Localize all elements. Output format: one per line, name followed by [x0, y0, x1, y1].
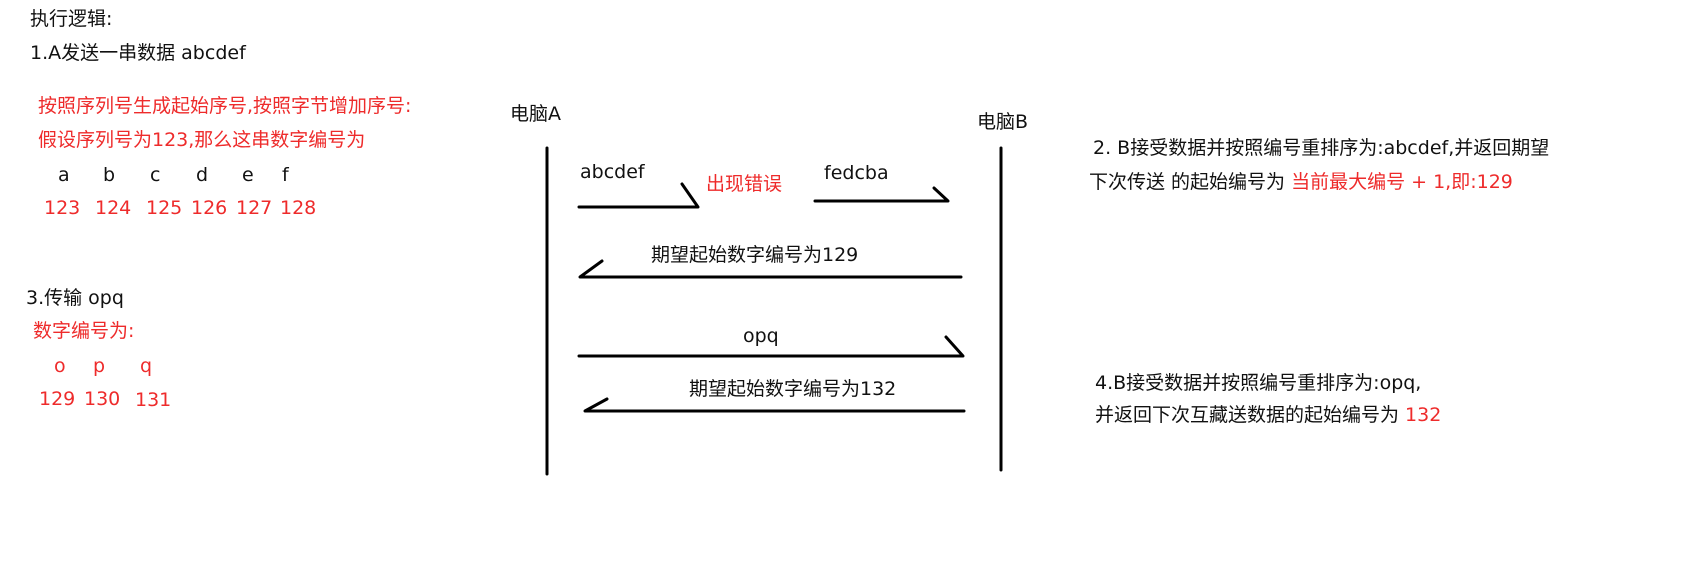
step2-line2: 下次传送 的起始编号为 当前最大编号 + 1,即:129	[1089, 173, 1513, 192]
step1-letter: e	[242, 164, 254, 186]
diagram-title: 执行逻辑:	[30, 8, 113, 30]
step1-letter: a	[58, 164, 70, 186]
step3-letter: p	[93, 355, 106, 377]
step3-number: 131	[135, 389, 172, 411]
step3-number: 129	[39, 388, 76, 410]
msg1-label: abcdef	[580, 161, 645, 183]
arrow-ack2	[583, 397, 966, 413]
step1-letter: d	[196, 164, 209, 186]
arrow-msg1-retry	[813, 186, 950, 203]
arrow-ack1	[578, 259, 963, 279]
error-label: 出现错误	[706, 173, 783, 195]
step2-line1: 2. B接受数据并按照编号重排序为:abcdef,并返回期望	[1093, 137, 1550, 159]
step3-letter: q	[140, 355, 153, 377]
step1-number: 127	[236, 197, 273, 219]
step4-line1: 4.B接受数据并按照编号重排序为:opq,	[1095, 372, 1422, 394]
numbering-rule-line2: 假设序列号为123,那么这串数字编号为	[38, 129, 366, 151]
msg2-label: opq	[743, 325, 779, 347]
step4-highlight: 132	[1405, 404, 1442, 426]
step1-number: 126	[191, 197, 228, 219]
ack2-label: 期望起始数字编号为132	[689, 378, 897, 400]
msg1-retry-label: fedcba	[824, 162, 889, 184]
step1-number: 128	[280, 197, 317, 219]
step1-letter: b	[103, 164, 116, 186]
step1-number: 124	[95, 197, 132, 219]
numbering-rule-line1: 按照序列号生成起始序号,按照字节增加序号:	[38, 95, 412, 117]
step4-line2: 并返回下次互藏送数据的起始编号为 132	[1095, 406, 1441, 425]
step2-line2-prefix: 下次传送 的起始编号为	[1089, 171, 1292, 193]
arrow-msg2	[577, 335, 965, 358]
node-b-label: 电脑B	[977, 111, 1029, 133]
step1-letter: c	[150, 164, 161, 186]
node-a-label: 电脑A	[510, 103, 561, 125]
step2-highlight: 当前最大编号 + 1,即:129	[1291, 171, 1513, 193]
step3-text: 3.传输 opq	[26, 287, 124, 309]
step1-text: 1.A发送一串数据 abcdef	[30, 42, 246, 64]
step3-subtitle: 数字编号为:	[33, 320, 135, 342]
ack1-label: 期望起始数字编号为129	[651, 244, 859, 266]
step1-letter: f	[282, 164, 289, 186]
step3-number: 130	[84, 388, 121, 410]
arrow-msg1	[577, 182, 700, 209]
step1-number: 123	[44, 197, 81, 219]
step1-number: 125	[146, 197, 183, 219]
step4-line2-prefix: 并返回下次互藏送数据的起始编号为	[1095, 404, 1406, 426]
step3-letter: o	[54, 355, 66, 377]
